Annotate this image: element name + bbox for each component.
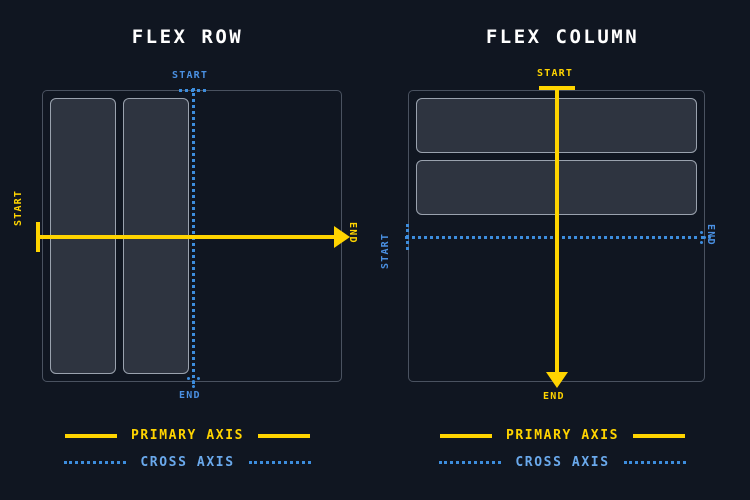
- legend-primary-dash-left: [64, 433, 117, 438]
- legend-cross-label: CROSS AXIS: [140, 455, 235, 470]
- cross-axis-end-label: END: [705, 224, 716, 246]
- cross-axis-arrowhead-down: [187, 377, 200, 390]
- primary-axis-line-vertical: [555, 86, 559, 376]
- primary-axis-start-label: START: [13, 189, 24, 226]
- primary-axis-line-horizontal: [36, 235, 341, 239]
- legend-primary-label: PRIMARY AXIS: [505, 428, 620, 443]
- cross-axis-start-cap: [406, 224, 409, 250]
- primary-axis-arrowhead-down: [546, 372, 568, 388]
- panel-flex-column: FLEX COLUMN START END START END PRIMARY …: [375, 0, 750, 500]
- legend-cross-dots-right: [248, 461, 311, 464]
- cross-axis-start-label: START: [172, 70, 209, 81]
- legend-cross-axis: CROSS AXIS: [0, 455, 375, 470]
- primary-axis-start-label: START: [537, 68, 574, 79]
- cross-axis-start-cap: [179, 89, 206, 92]
- legend-primary-dash-right: [633, 433, 686, 438]
- legend-primary-axis: PRIMARY AXIS: [375, 428, 750, 443]
- legend-cross-dots-left: [439, 461, 502, 464]
- legend-primary-dash-left: [439, 433, 492, 438]
- cross-axis-arrowhead-right: [700, 231, 713, 244]
- page-title-flex-row: FLEX ROW: [131, 26, 244, 48]
- primary-axis-end-label: END: [543, 391, 565, 402]
- primary-axis-arrowhead-right: [334, 226, 350, 248]
- legend-cross-dots-right: [623, 461, 686, 464]
- primary-axis-end-label: END: [347, 222, 358, 244]
- legend-cross-dots-left: [64, 461, 127, 464]
- legend-primary-dash-right: [258, 433, 311, 438]
- legend-cross-label: CROSS AXIS: [515, 455, 610, 470]
- cross-axis-start-label: START: [380, 232, 391, 269]
- cross-axis-end-label: END: [179, 390, 201, 401]
- legend-primary-axis: PRIMARY AXIS: [0, 428, 375, 443]
- legend-cross-axis: CROSS AXIS: [375, 455, 750, 470]
- page-title-flex-column: FLEX COLUMN: [485, 26, 640, 48]
- legend-primary-label: PRIMARY AXIS: [130, 428, 245, 443]
- panel-flex-row: FLEX ROW START END START END PRIMARY AXI…: [0, 26, 375, 470]
